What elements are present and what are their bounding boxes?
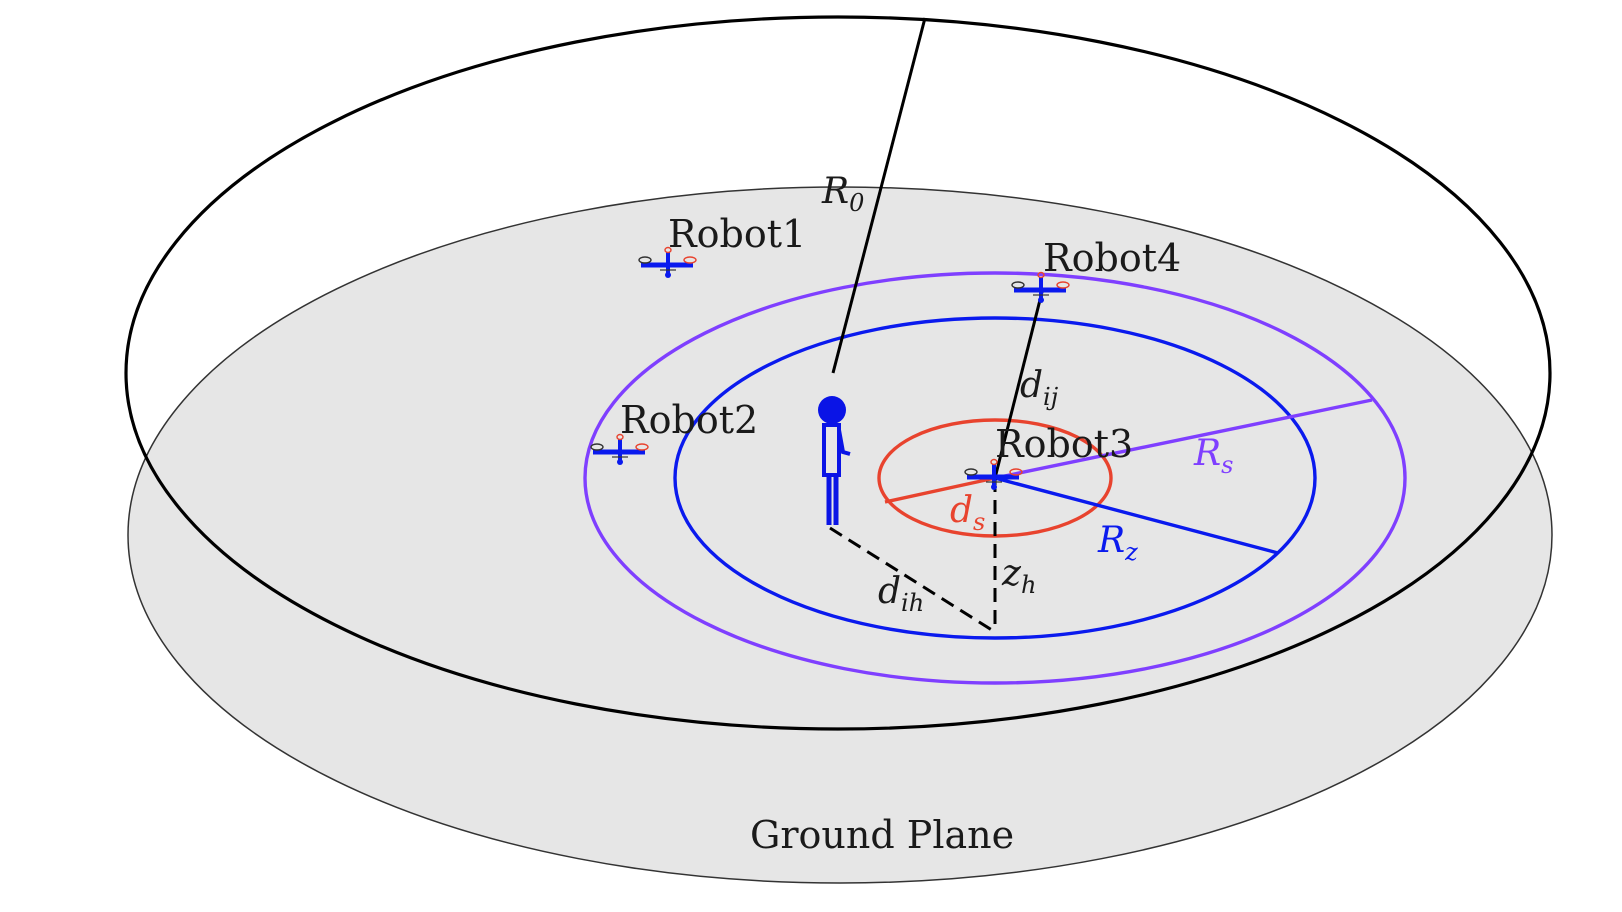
zone-ellipse <box>673 316 1317 640</box>
sensing-ellipse <box>583 271 1407 685</box>
r0-radius-line <box>831 17 927 374</box>
robot1-label: Robot1 <box>668 212 806 256</box>
ground-plane-label: Ground Plane <box>750 813 1014 857</box>
rz-radius-line <box>994 476 1279 555</box>
rs-radius-line <box>994 398 1373 480</box>
human-icon <box>818 396 851 525</box>
robot3-label: Robot3 <box>995 422 1133 466</box>
outer-boundary-ellipse <box>124 15 1552 731</box>
zh-label: zh <box>1001 553 1036 599</box>
ds-label: ds <box>950 490 985 536</box>
ds-radius-line <box>884 476 996 504</box>
dij-line <box>993 291 1044 479</box>
robot4-label: Robot4 <box>1043 236 1181 280</box>
dij-label: dij <box>1020 365 1059 411</box>
robot2-label: Robot2 <box>620 398 758 442</box>
rs-label: Rs <box>1193 433 1233 479</box>
rz-label: Rz <box>1097 520 1138 566</box>
r0-label: R0 <box>821 171 864 217</box>
dih-label: dih <box>878 571 924 617</box>
dih-dashed-line <box>829 526 996 634</box>
